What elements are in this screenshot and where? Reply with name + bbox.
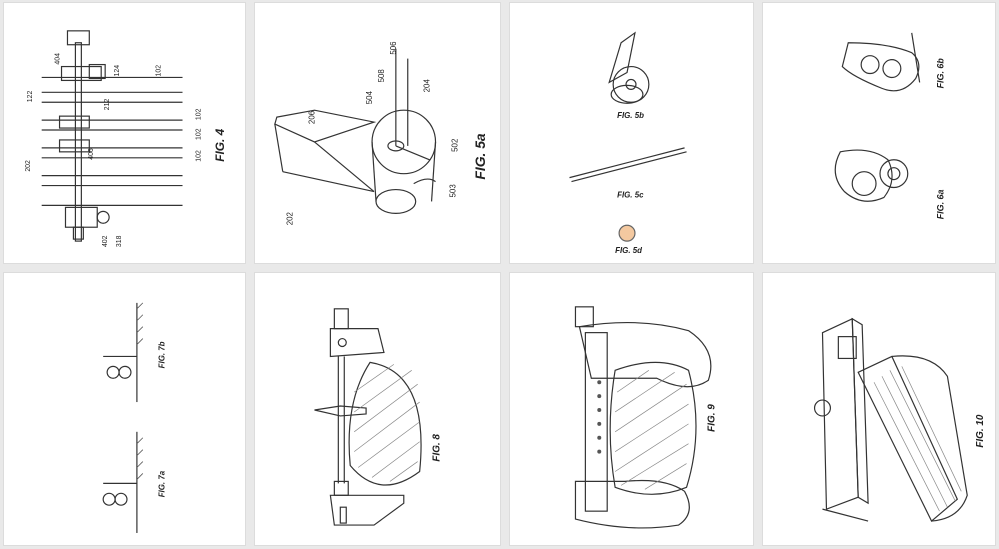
fig4-drawing: 404 124 102 122 212 102 202 406 102 102 … bbox=[25, 30, 227, 247]
fig4-ref-102-c: 102 bbox=[195, 128, 202, 140]
fig4-ref-406: 406 bbox=[88, 148, 95, 160]
fig4-ref-102-b: 102 bbox=[195, 108, 202, 120]
panel-fig5bcd[interactable]: FIG. 5b FIG. 5c FIG. 5d bbox=[509, 2, 754, 264]
fig5bcd-drawing: FIG. 5b FIG. 5c FIG. 5d bbox=[569, 31, 687, 255]
fig9-drawing: FIG. 9 bbox=[574, 306, 717, 529]
panel-fig6[interactable]: FIG. 6b FIG. 6a bbox=[762, 2, 996, 264]
fig5d-caption: FIG. 5d bbox=[615, 246, 642, 255]
fig10-drawing: FIG. 10 bbox=[813, 317, 986, 522]
panel-fig5a[interactable]: 506 508 504 204 206 502 503 202 FIG. 5a bbox=[254, 2, 501, 264]
fig5c-caption: FIG. 5c bbox=[617, 190, 644, 199]
fig5a-ref-202: 202 bbox=[286, 212, 295, 225]
fig8-drawing: FIG. 8 bbox=[314, 308, 442, 526]
fig5a-ref-206: 206 bbox=[308, 110, 317, 124]
fig7-drawing: FIG. 7b FIG. 7a bbox=[102, 302, 167, 533]
fig4-ref-102-d: 102 bbox=[195, 150, 202, 162]
fig4-caption: FIG. 4 bbox=[213, 128, 227, 161]
fig5a-ref-504: 504 bbox=[365, 90, 374, 104]
fig8-caption: FIG. 8 bbox=[431, 434, 442, 462]
fig6a-caption: FIG. 6a bbox=[935, 190, 945, 220]
panel-fig9[interactable]: FIG. 9 bbox=[509, 272, 754, 546]
fig4-ref-122: 122 bbox=[27, 91, 34, 103]
panel-fig7[interactable]: FIG. 7b FIG. 7a bbox=[3, 272, 246, 546]
fig4-ref-102-a: 102 bbox=[156, 65, 163, 77]
fig5a-ref-204: 204 bbox=[423, 79, 432, 93]
fig6-drawing: FIG. 6b FIG. 6a bbox=[834, 32, 945, 220]
fig5a-drawing: 506 508 504 204 206 502 503 202 FIG. 5a bbox=[274, 41, 488, 225]
panel-fig8[interactable]: FIG. 8 bbox=[254, 272, 501, 546]
fig5a-ref-508: 508 bbox=[377, 69, 386, 83]
fig5a-ref-506: 506 bbox=[389, 41, 398, 55]
fig5a-caption: FIG. 5a bbox=[472, 133, 488, 180]
fig5a-ref-502: 502 bbox=[450, 139, 459, 152]
fig10-caption: FIG. 10 bbox=[975, 414, 986, 448]
fig5b-caption: FIG. 5b bbox=[617, 111, 644, 120]
fig5a-ref-503: 503 bbox=[448, 184, 457, 198]
fig4-ref-124: 124 bbox=[114, 65, 121, 77]
fig9-caption: FIG. 9 bbox=[706, 404, 717, 432]
panel-fig4[interactable]: 404 124 102 122 212 102 202 406 102 102 … bbox=[3, 2, 246, 264]
fig4-ref-202: 202 bbox=[25, 160, 32, 172]
fig7a-caption: FIG. 7a bbox=[158, 470, 167, 497]
fig6b-caption: FIG. 6b bbox=[935, 58, 945, 89]
fig4-ref-318: 318 bbox=[116, 235, 123, 247]
fig4-ref-402: 402 bbox=[102, 235, 109, 247]
fig4-ref-404: 404 bbox=[55, 53, 62, 65]
fig7b-caption: FIG. 7b bbox=[158, 341, 167, 368]
panel-fig10[interactable]: FIG. 10 bbox=[762, 272, 996, 546]
fig4-ref-212: 212 bbox=[104, 98, 111, 110]
